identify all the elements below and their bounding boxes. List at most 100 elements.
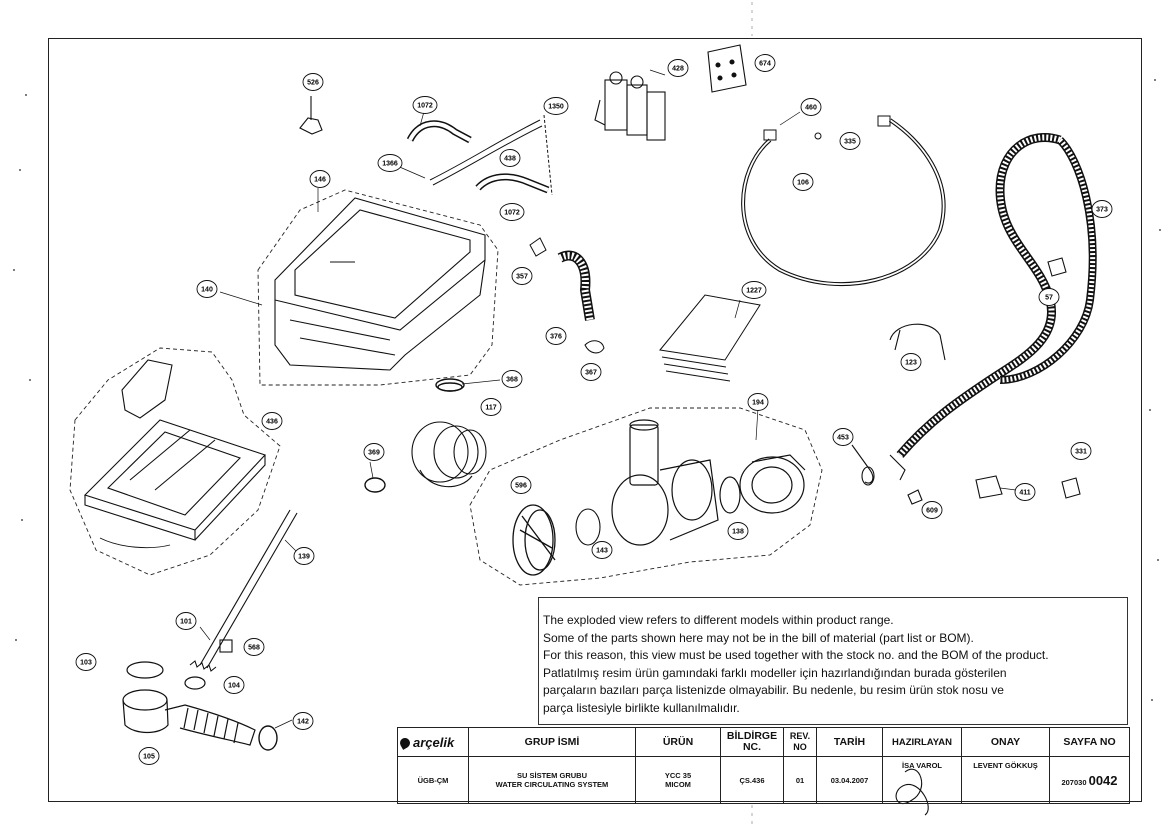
callout-bubble — [196, 280, 218, 298]
callout-bubble — [543, 97, 569, 115]
part-callout-label: 1072 — [417, 103, 433, 110]
drawing-date: 03.04.2007 — [816, 756, 883, 804]
callout-bubble — [754, 54, 776, 72]
header-page: SAYFA NO — [1049, 727, 1130, 757]
callout-bubble — [747, 393, 769, 411]
page-suffix: 0042 — [1088, 772, 1118, 788]
callout-bubble — [1091, 200, 1113, 218]
part-callout-label: 357 — [516, 274, 528, 281]
part-callout-label: 123 — [905, 360, 917, 367]
part-194-pump-body — [611, 407, 806, 546]
header-date: TARİH — [816, 727, 883, 757]
part-callout-label: 106 — [797, 180, 809, 187]
arcelik-logo-icon — [398, 735, 412, 750]
part-callout-label: 142 — [297, 719, 309, 726]
part-123-bracket — [889, 323, 946, 361]
header-prepared: HAZIRLAYAN — [882, 727, 962, 757]
callout-bubble — [667, 59, 689, 77]
callout-bubble — [921, 501, 943, 519]
callout-bubble — [792, 173, 814, 191]
part-callout-label: 194 — [752, 400, 764, 407]
part-callout-label: 139 — [298, 554, 310, 561]
part-373-drain-hose — [896, 132, 1097, 458]
callout-bubble — [223, 676, 245, 694]
page-number: 207030 0042 — [1049, 756, 1130, 804]
callout-bubble — [741, 281, 767, 299]
part-674-bracket — [707, 44, 747, 93]
part-331-clip — [1061, 477, 1081, 499]
part-callout-label: 105 — [143, 754, 155, 761]
product-name: YCC 35 MICOM — [635, 756, 721, 804]
callout-bubble — [243, 638, 265, 656]
callout-bubble — [727, 522, 749, 540]
callout-bubble — [309, 170, 331, 188]
part-609-clip — [907, 489, 923, 505]
part-callout-label: 1227 — [746, 288, 762, 295]
group-name-en: WATER CIRCULATING SYSTEM — [495, 780, 609, 789]
callout-bubble — [501, 370, 523, 388]
callout-bubble — [363, 443, 385, 461]
part-103-gasket — [126, 661, 164, 679]
part-callout-label: 101 — [180, 619, 192, 626]
note-line: The exploded view refers to different mo… — [543, 613, 894, 627]
part-callout-label: 596 — [515, 483, 527, 490]
part-142-hose-clamp — [258, 719, 293, 751]
product-variant: MICOM — [665, 780, 691, 789]
part-453-wire-harness — [851, 444, 906, 486]
part-callout-label: 373 — [1096, 207, 1108, 214]
part-callout-label: 436 — [266, 419, 278, 426]
part-callout-label: 428 — [672, 66, 684, 73]
part-1072-hose-lower — [475, 173, 550, 194]
part-callout-label: 376 — [550, 334, 562, 341]
part-117-bellow — [411, 421, 487, 488]
scan-noise — [13, 2, 1161, 827]
part-436-detergent-drawer — [83, 359, 266, 549]
product-model: YCC 35 — [664, 771, 692, 780]
part-146-dispenser-housing — [219, 188, 486, 371]
callout-bubble — [545, 327, 567, 345]
part-callout-label: 117 — [485, 405, 496, 412]
part-callout-label: 335 — [844, 139, 856, 146]
callout-bubble — [580, 363, 602, 381]
part-101-spring — [189, 626, 217, 672]
part-callout-label: 103 — [80, 660, 92, 667]
part-callout-label: 411 — [1019, 490, 1030, 497]
part-526-clip-drawing — [299, 96, 323, 135]
part-428-inlet-valve — [594, 69, 666, 141]
part-568-clip — [219, 639, 233, 653]
note-line: Some of the parts shown here may not be … — [543, 630, 974, 645]
part-368-hose-clamp — [435, 378, 501, 392]
part-callout-label: 526 — [307, 80, 319, 87]
callout-bubble — [302, 73, 324, 91]
callout-bubble — [1014, 483, 1036, 501]
header-group: GRUP İSMİ — [468, 727, 636, 757]
approved-by: LEVENT GÖKKUŞ — [961, 756, 1050, 804]
part-callout-label: 1072 — [504, 210, 520, 217]
part-callout-label: 143 — [596, 548, 608, 555]
page-prefix: 207030 — [1061, 777, 1087, 787]
callout-bubble — [412, 96, 438, 114]
part-369-clamp — [364, 461, 386, 493]
title-block: arçelik GRUP İSMİ ÜRÜN BİLDİRGE NC. REV.… — [397, 727, 1130, 804]
note-line: Patlatılmış resim ürün gamındaki farklı … — [543, 665, 1007, 680]
callout-bubble — [175, 612, 197, 630]
part-callout-label: 331 — [1075, 449, 1087, 456]
part-callout-label: 453 — [837, 435, 849, 442]
part-104-clamp — [184, 676, 206, 690]
part-callout-label: 57 — [1045, 295, 1053, 302]
part-callout-label: 438 — [504, 156, 516, 163]
part-callout-label: 369 — [368, 450, 380, 457]
callout-bubble — [839, 132, 861, 150]
dept-code: ÜGB-ÇM — [397, 756, 469, 804]
header-rev: REV. NO — [783, 727, 817, 757]
callout-bubble — [1038, 288, 1060, 306]
callout-bubble — [261, 412, 283, 430]
callout-bubble — [499, 203, 525, 221]
part-411-connector — [975, 475, 1017, 499]
part-143-seal — [575, 508, 601, 546]
part-callout-label: 460 — [805, 105, 817, 112]
callout-bubble — [292, 712, 314, 730]
